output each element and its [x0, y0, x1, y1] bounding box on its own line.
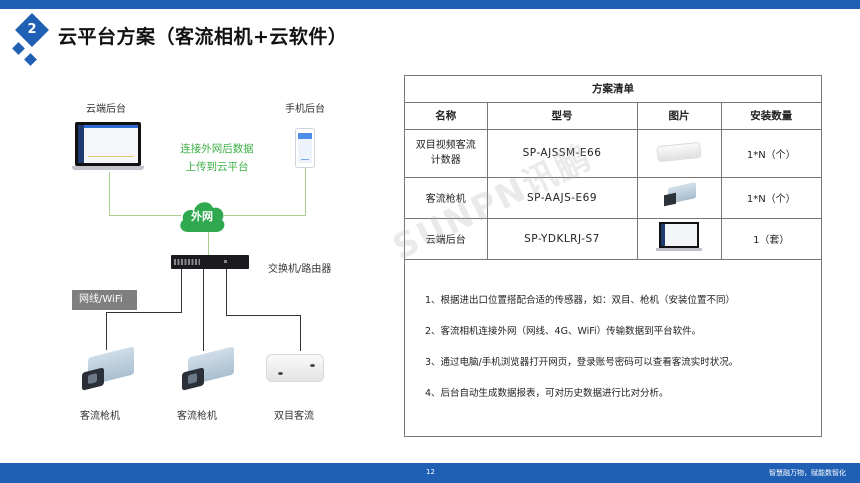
note-item: 3、通过电脑/手机浏览器打开网页，登录账号密码可以查看客流实时状况。: [425, 357, 739, 368]
page-number: 12: [426, 468, 435, 476]
cell-quantity: 1*N（个）: [720, 128, 821, 178]
connector-line: [109, 215, 181, 216]
switch-label: 交换机/路由器: [268, 264, 332, 275]
notes-list: 1、根据进出口位置搭配合适的传感器，如：双目、枪机（安装位置不同） 2、客流相机…: [425, 294, 738, 418]
table-row: 双目视频客流计数器 SP-AJSSM-E66 1*N（个）: [405, 128, 821, 178]
cell-model: SP-AJSSM-E66: [486, 128, 638, 178]
cable-line: [226, 315, 301, 316]
cell-name: 客流枪机: [405, 176, 488, 219]
solution-table: 方案清单 名称 型号 图片 安装数量 双目视频客流计数器 SP-AJSSM-E6…: [405, 76, 821, 260]
device-label: 客流枪机: [80, 411, 120, 422]
col-header-model: 型号: [486, 101, 638, 130]
footer-bar: 12 智慧融万物，赋能数智化: [0, 463, 860, 483]
dual-lens-counter-thumbnail: [656, 141, 702, 162]
col-header-name: 名称: [405, 101, 488, 130]
cable-line: [203, 269, 204, 351]
top-banner: [0, 0, 860, 9]
note-item: 1、根据进出口位置搭配合适的传感器，如：双目、枪机（安装位置不同）: [425, 295, 736, 306]
cell-image: [636, 217, 722, 260]
cable-line: [300, 315, 301, 351]
mobile-backend-label: 手机后台: [285, 104, 325, 115]
cloud-backend-label: 云端后台: [86, 104, 126, 115]
cell-quantity: 1（套）: [720, 217, 821, 260]
footer-slogan: 智慧融万物，赋能数智化: [769, 469, 846, 477]
cloud-internet-icon: [180, 202, 225, 232]
bullet-camera-icon: [178, 346, 236, 391]
solution-list-panel: 方案清单 名称 型号 图片 安装数量 双目视频客流计数器 SP-AJSSM-E6…: [404, 75, 822, 437]
cable-line: [106, 312, 182, 313]
smartphone-icon: [295, 128, 315, 168]
upload-note-line2: 上传到云平台: [185, 161, 249, 173]
note-item: 4、后台自动生成数据报表，可对历史数据进行比对分析。: [425, 388, 669, 399]
col-header-image: 图片: [636, 101, 722, 130]
page-title: 云平台方案（客流相机+云软件）: [58, 26, 348, 48]
decor-diamond-icon: [24, 53, 37, 66]
table-row: 客流枪机 SP-AAJS-E69 1*N（个）: [405, 176, 821, 219]
table-title: 方案清单: [405, 76, 821, 103]
dual-lens-counter-icon: [266, 350, 324, 384]
cell-quantity: 1*N（个）: [720, 176, 821, 219]
cloud-label: 外网: [191, 210, 213, 223]
cable-line: [181, 269, 182, 312]
cable-line: [106, 312, 107, 350]
decor-diamond-icon: [12, 42, 25, 55]
cell-name: 双目视频客流计数器: [405, 128, 488, 178]
col-header-quantity: 安装数量: [720, 101, 821, 130]
connector-line: [109, 172, 110, 215]
connector-line: [208, 232, 209, 255]
connector-line: [305, 168, 306, 215]
table-header-row: 名称 型号 图片 安装数量: [405, 101, 821, 130]
cell-image: [636, 128, 722, 178]
table-row: 云端后台 SP-YDKLRJ-S7 1（套）: [405, 217, 821, 260]
device-label: 双目客流: [274, 411, 314, 422]
upload-note: 连接外网后数据 上传到云平台: [172, 140, 262, 176]
device-label: 客流枪机: [177, 411, 217, 422]
network-switch-icon: [171, 255, 249, 269]
bullet-camera-thumbnail: [662, 182, 696, 207]
laptop-dashboard-thumbnail: [656, 222, 702, 252]
cell-name: 云端后台: [405, 217, 488, 260]
laptop-dashboard-icon: [72, 122, 144, 172]
cell-model: SP-AAJS-E69: [486, 176, 638, 219]
note-item: 2、客流相机连接外网（网线、4G、WiFi）传输数据到平台软件。: [425, 326, 702, 337]
cell-model: SP-YDKLRJ-S7: [486, 217, 638, 260]
cable-line: [226, 269, 227, 315]
cell-image: [636, 176, 722, 219]
upload-note-line1: 连接外网后数据: [180, 143, 254, 155]
section-number: 2: [27, 22, 37, 37]
connection-type-label: 网线/WiFi: [72, 290, 137, 310]
connector-line: [224, 215, 306, 216]
bullet-camera-icon: [78, 346, 136, 391]
